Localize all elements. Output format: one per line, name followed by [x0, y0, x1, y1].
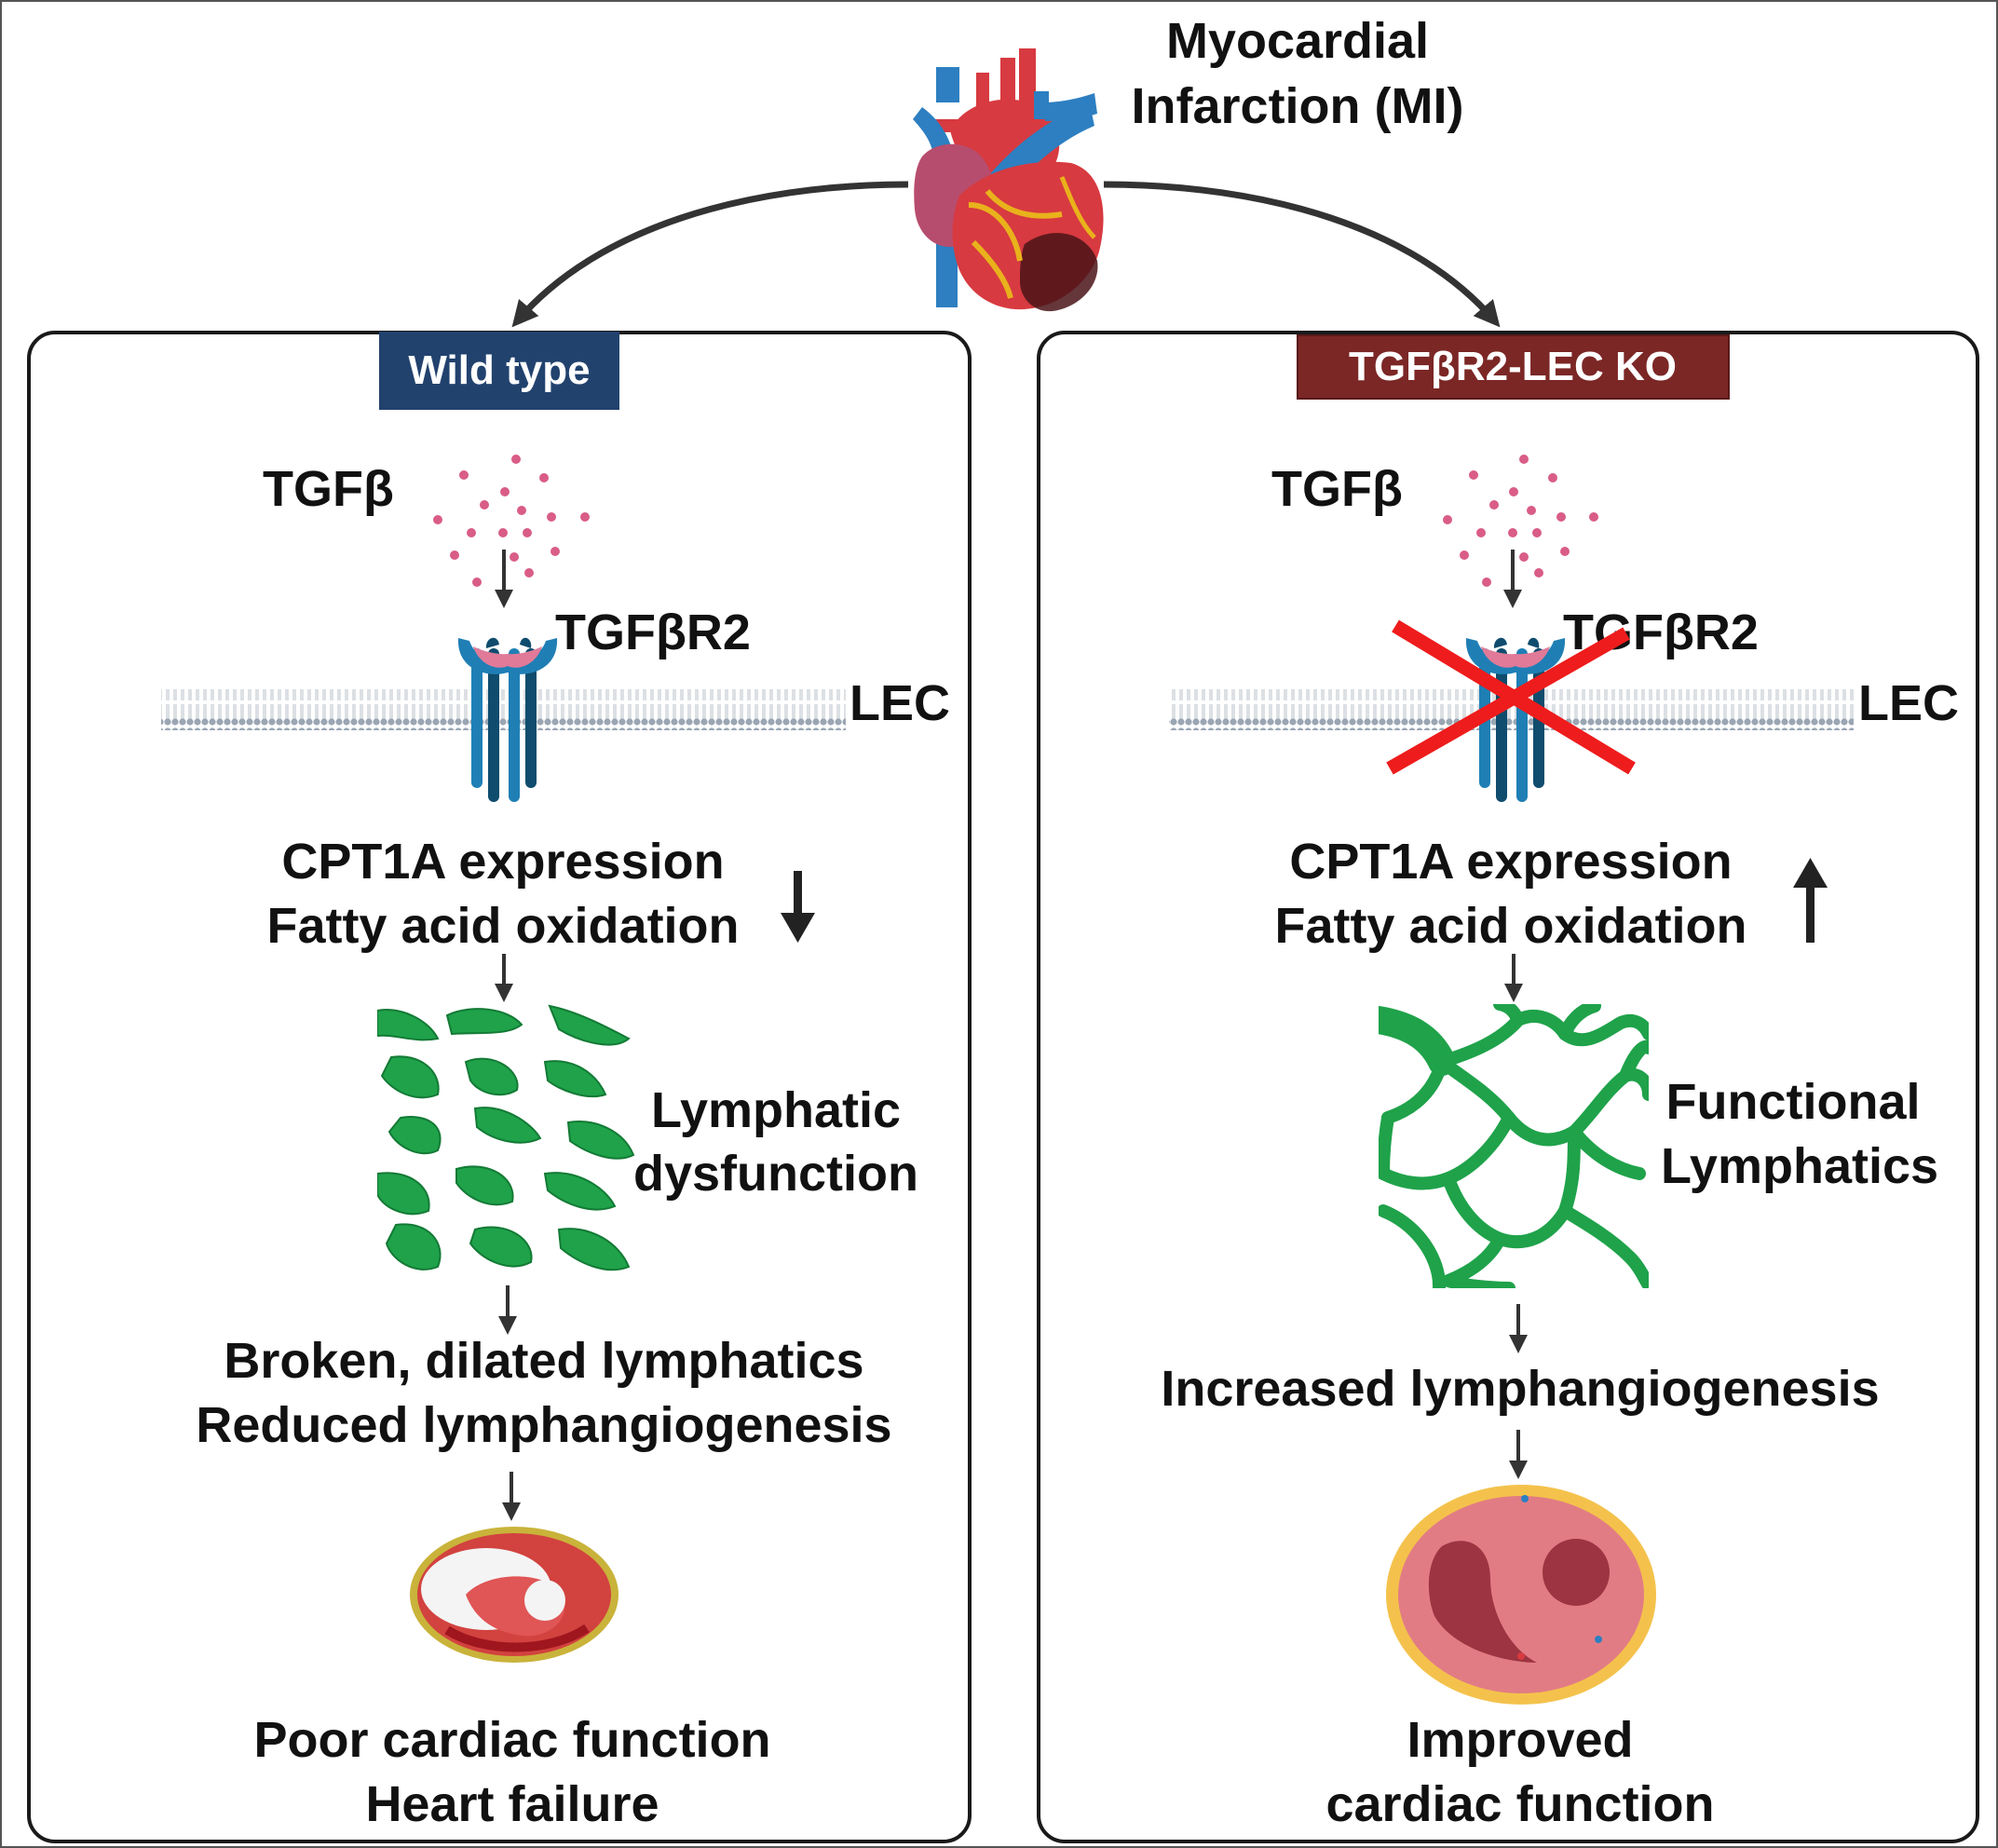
tgfb-ligand-dots-left [433, 455, 590, 587]
lymphatic-network-functional [1379, 1004, 1649, 1288]
metabolism-line-2-left: Fatty acid oxidation [266, 898, 739, 954]
outcome-line-1-left: Broken, dilated lymphatics [224, 1333, 863, 1389]
knockout-cross-icon [1386, 619, 1636, 775]
heart-cross-section-dilated-icon [410, 1527, 618, 1663]
final-line-1-left: Poor cardiac function [253, 1712, 770, 1768]
cell-membrane-left [161, 689, 846, 730]
metabolism-line-1-right: CPT1A expression [1289, 834, 1732, 890]
wild-type-badge-label: Wild type [408, 347, 590, 393]
arrow-to-wild-type [511, 181, 909, 328]
arrow-to-knockout [1103, 181, 1501, 328]
tgfb-ligand-dots-right [1443, 455, 1598, 587]
outcome-line-1-right: Increased lymphangiogenesis [1161, 1361, 1879, 1417]
title-line-1: Myocardial [1166, 13, 1429, 69]
tgfb-label-right: TGFβ [1271, 461, 1403, 517]
lymph-status-line-2-left: dysfunction [633, 1146, 918, 1202]
title-line-2: Infarction (MI) [1132, 78, 1464, 134]
metabolism-line-2-right: Fatty acid oxidation [1274, 898, 1747, 954]
final-line-2-right: cardiac function [1325, 1776, 1714, 1832]
lymph-status-line-1-right: Functional [1666, 1074, 1921, 1130]
knockout-panel [1037, 331, 1979, 1843]
knockout-badge-label: TGFβR2-LEC KO [1349, 344, 1677, 389]
lymph-status-line-1-left: Lymphatic [651, 1082, 901, 1138]
receptor-icon-left [457, 637, 558, 802]
arrow-down-icon [781, 871, 815, 943]
outcome-line-2-left: Reduced lymphangiogenesis [196, 1397, 891, 1453]
heart-cross-section-healthy-icon [1386, 1485, 1656, 1705]
lymphatic-network-broken [377, 1004, 635, 1271]
receptor-label-left: TGFβR2 [555, 605, 751, 660]
final-line-2-left: Heart failure [365, 1776, 659, 1832]
knockout-badge [1297, 334, 1730, 400]
wild-type-badge [379, 332, 619, 410]
lec-label-right: LEC [1858, 675, 1959, 731]
lec-label-left: LEC [849, 675, 950, 731]
metabolism-line-1-left: CPT1A expression [281, 834, 724, 890]
tgfb-label-left: TGFβ [263, 461, 394, 517]
arrow-up-icon [1793, 858, 1828, 943]
lymph-status-line-2-right: Lymphatics [1661, 1138, 1938, 1194]
heart-icon [913, 48, 1104, 312]
final-line-1-right: Improved [1407, 1712, 1633, 1768]
